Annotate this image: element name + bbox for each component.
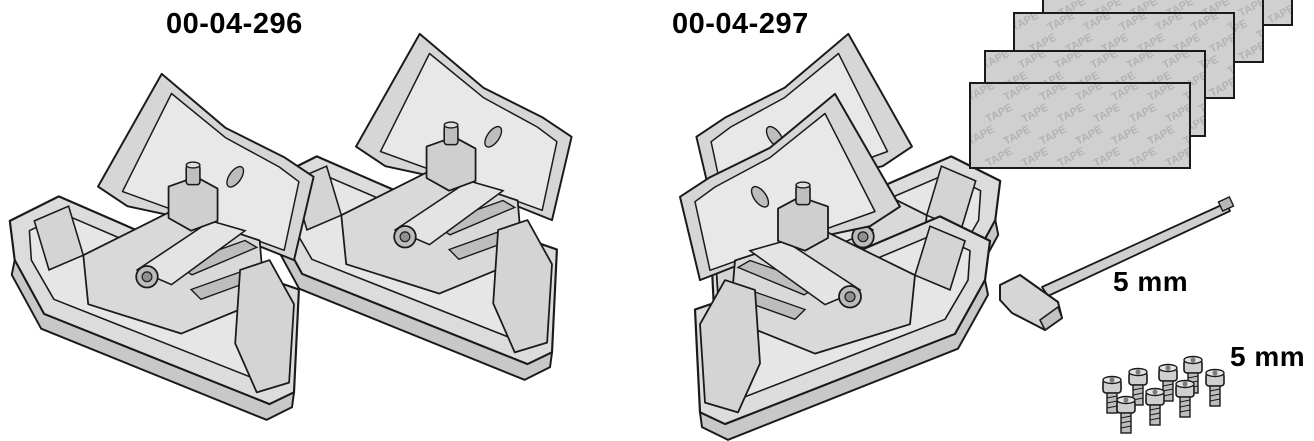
tape-watermark-text: TAPE	[1200, 146, 1231, 170]
tape-watermark-text: TAPE	[1215, 114, 1246, 138]
tape-watermark-text: TAPE	[1255, 18, 1286, 42]
hex-key-icon	[999, 196, 1235, 332]
tape-watermark-text: TAPE	[1302, 3, 1314, 27]
bolt-size-label: 5 mm	[1230, 341, 1306, 372]
tape-watermark-text: TAPE	[1244, 76, 1275, 100]
foot-pad-icon	[678, 32, 1002, 441]
tape-watermark-text: TAPE	[1182, 80, 1213, 104]
part-number-label-a: 00-04-296	[166, 8, 303, 40]
tape-watermark-text: TAPE	[1197, 48, 1228, 72]
tape-watermark-text: TAPE	[1284, 0, 1314, 5]
tape-watermark-text: TAPE	[1273, 40, 1304, 64]
tape-watermark-text: TAPE	[1226, 54, 1257, 78]
tape-watermark-text: TAPE	[1182, 124, 1213, 148]
part-number-label-b: 00-04-297	[672, 8, 809, 40]
tape-watermark-text: TAPE	[1226, 10, 1257, 34]
hex-key-size-label: 5 mm	[1113, 266, 1189, 297]
tape-watermark-text: TAPE	[1197, 92, 1228, 116]
bolt-icon	[1102, 355, 1225, 434]
foot-pad-icon	[8, 32, 573, 421]
